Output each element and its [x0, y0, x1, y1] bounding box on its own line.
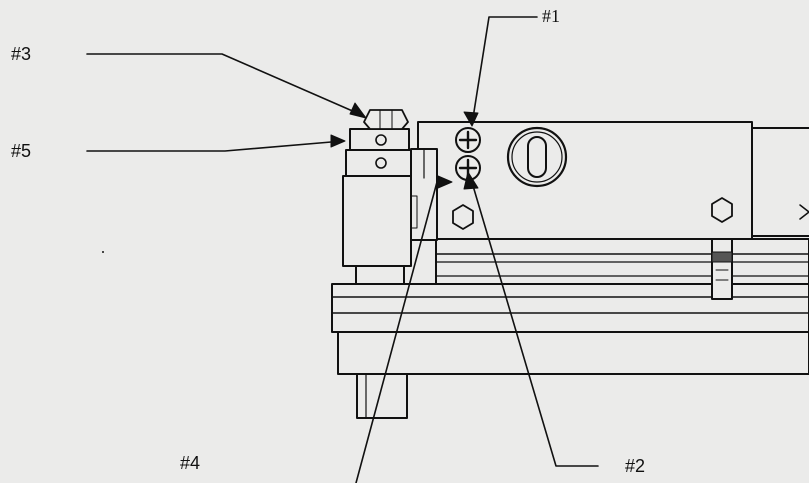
- speck: [102, 251, 104, 253]
- callout-4-label: #4: [180, 453, 201, 473]
- base-foot: [356, 373, 408, 419]
- hex-nut-top: [363, 109, 409, 130]
- callout-2-label: #2: [625, 456, 646, 476]
- clamp-block: [342, 128, 412, 285]
- callout-1-label: #1: [542, 6, 560, 26]
- slotted-knob-icon: [506, 126, 568, 188]
- hex-bolt-icon: [452, 197, 733, 230]
- base-plate: [331, 283, 809, 375]
- guide-rail: [435, 238, 809, 285]
- arrowhead-icon: [330, 102, 479, 190]
- callout-3-label: #3: [11, 44, 32, 64]
- callout-5-label: #5: [11, 141, 32, 161]
- support-post: [711, 238, 733, 300]
